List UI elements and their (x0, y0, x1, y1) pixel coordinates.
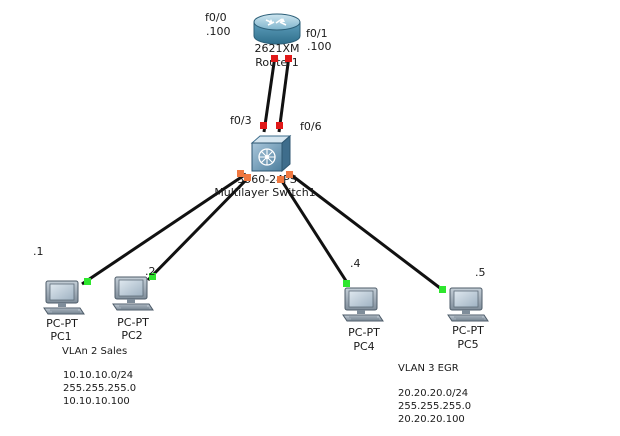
link-status-dot (237, 170, 244, 177)
link-status-dot (343, 280, 350, 287)
router-iface-left-name: f0/0 (205, 11, 227, 24)
router-node[interactable]: 2621XM Router1 (253, 13, 301, 69)
link-status-dot (271, 55, 278, 62)
links-layer (81, 55, 445, 293)
switch-node[interactable]: 3560-24PS Multilayer Switch1 (214, 134, 316, 199)
router-iface-right-ip: .100 (307, 40, 332, 53)
pc1-node[interactable] (43, 280, 85, 315)
vlan3-note-title: VLAN 3 EGR (398, 363, 459, 374)
link-status-dot (439, 286, 446, 293)
pc5-node[interactable] (447, 287, 489, 322)
pc4-type-label: PC-PT (348, 326, 380, 339)
pc1-type-label: PC-PT (46, 317, 78, 330)
link-status-dot (276, 122, 283, 129)
vlan2-note-network: 10.10.10.0/24 (63, 370, 133, 381)
vlan2-note: VLAn 2 Sales 10.10.10.0/24 255.255.255.0… (62, 346, 136, 407)
link-status-dot (286, 171, 293, 178)
pc2-node[interactable] (112, 276, 154, 311)
link-switch-to-pc4[interactable] (278, 177, 350, 285)
router-iface-left-ip: .100 (206, 25, 231, 38)
switch-name-label: Multilayer Switch1 (214, 186, 315, 199)
switch-port-left-label: f0/3 (230, 114, 252, 127)
link-router-f0-0-to-switch-f0-3[interactable] (262, 55, 277, 133)
link-status-dot (149, 273, 156, 280)
vlan3-note-mask: 255.255.255.0 (398, 401, 471, 412)
link-switch-to-pc1[interactable] (81, 172, 247, 286)
pc1-ip-label: .1 (33, 245, 44, 258)
pc4-node[interactable] (342, 287, 384, 322)
link-status-dot (244, 174, 251, 181)
pc5-type-label: PC-PT (452, 324, 484, 337)
router-model-label: 2621XM (254, 42, 299, 55)
router-icon (253, 13, 301, 45)
link-switch-to-pc5[interactable] (289, 172, 445, 293)
pc2-ip-label: .2 (145, 265, 156, 278)
vlan2-note-gateway: 10.10.10.100 (63, 396, 130, 407)
vlan3-note: VLAN 3 EGR 20.20.20.0/24 255.255.255.0 2… (398, 363, 471, 425)
pc1-name-label: PC1 (50, 330, 71, 343)
link-switch-to-pc2[interactable] (146, 174, 252, 282)
link-router-f0-1-to-switch-f0-6[interactable] (277, 55, 291, 133)
link-status-dot (285, 55, 292, 62)
router-iface-right-name: f0/1 (306, 27, 328, 40)
multilayer-switch-icon (250, 134, 292, 173)
pc2-type-label: PC-PT (117, 316, 149, 329)
link-status-dot (277, 176, 284, 183)
link-status-dot (260, 122, 267, 129)
pc4-ip-label: .4 (350, 257, 361, 270)
vlan2-note-title: VLAn 2 Sales (62, 346, 127, 357)
pc5-name-label: PC5 (457, 338, 478, 351)
pc5-ip-label: .5 (475, 266, 486, 279)
vlan2-note-mask: 255.255.255.0 (63, 383, 136, 394)
vlan3-note-network: 20.20.20.0/24 (398, 388, 468, 399)
vlan3-note-gateway: 20.20.20.100 (398, 414, 465, 425)
link-status-dot (84, 278, 91, 285)
switch-port-right-label: f0/6 (300, 120, 322, 133)
pc4-name-label: PC4 (353, 340, 374, 353)
pc2-name-label: PC2 (121, 329, 142, 342)
